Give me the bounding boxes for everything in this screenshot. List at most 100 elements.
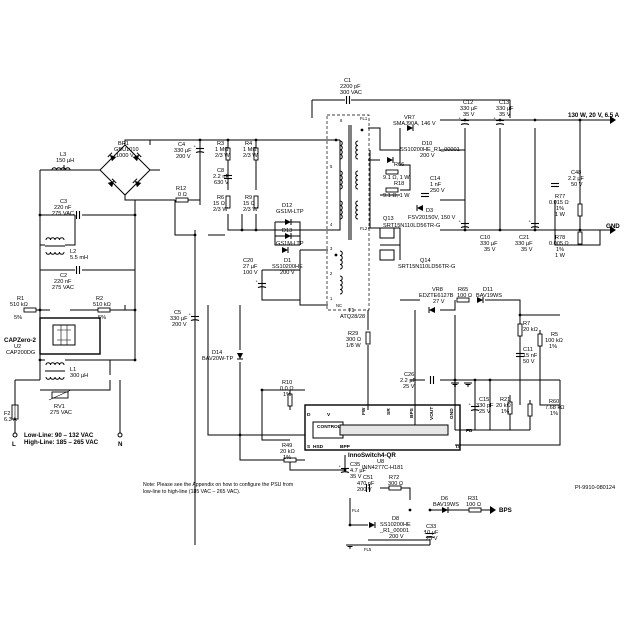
l1-value: 300 µH (70, 373, 88, 379)
r12-value: 0 Ω (178, 192, 187, 198)
c4-value: 330 µF (174, 148, 192, 154)
output-arrow (610, 116, 616, 124)
capacitor-c21 (527, 217, 540, 229)
c20-ref: C20 (243, 258, 253, 264)
d1-ref: D1 (284, 258, 291, 264)
r77-value: 0.015 Ω (549, 200, 569, 206)
c33-rating: 25 V (426, 536, 438, 542)
r78-ref: R78 (555, 235, 565, 241)
c13-value: 330 µF (496, 106, 514, 112)
wires (14, 99, 610, 546)
d8-part: SS10200HE (380, 522, 411, 528)
vr8-ref: VR8 (432, 287, 443, 293)
q13-part: SRT15N110LD56TR-G (383, 223, 440, 229)
c3-ref: C3 (60, 199, 67, 205)
c48-value: 2.2 µF (568, 176, 585, 182)
resistor-r18 (385, 187, 399, 193)
br1-rating: 1000 V (116, 153, 134, 159)
c15-ref: C15 (479, 397, 489, 403)
t1-pin-fl1: FL1 (360, 116, 368, 121)
r78-tolerance: 1% (556, 247, 564, 253)
r4-value: 1 MΩ (243, 147, 257, 153)
capzero-part: CAP200DG (6, 350, 35, 356)
l3-ref: L3 (60, 152, 66, 158)
pin-bps: BPS (409, 407, 415, 418)
q14-part: SRT15N110LD56TR-G (398, 264, 455, 270)
c51-ref: C51 (363, 475, 373, 481)
c8-rating: 630 V (214, 180, 229, 186)
vr8-rating: 27 V (433, 299, 445, 305)
low-line-range: Low-Line: 90 – 132 VAC (24, 432, 94, 439)
resistor-r60 (527, 403, 533, 417)
br1-part: GBU1010 (114, 147, 139, 153)
resistor-r7 (517, 323, 523, 337)
c26-ref: C26 (404, 372, 414, 378)
terminal-l-label: L (12, 441, 16, 448)
gnd-arrow (610, 226, 616, 234)
capacitor-c20 (254, 277, 267, 289)
r31-value: 100 Ω (466, 502, 481, 508)
r49-ref: R49 (282, 443, 292, 449)
bps-label: BPS (499, 507, 512, 514)
d12-part: GS1M-LTP (276, 209, 304, 215)
c3-value: 220 nF (54, 205, 72, 211)
r10-value: 0.0 Ω (280, 386, 294, 392)
t1-pin-nc: NC (336, 303, 342, 308)
drawing-number: PI-9910-080124 (575, 485, 615, 491)
c51-rating: 200 V (357, 487, 372, 493)
c1-ref: C1 (344, 78, 351, 84)
terminal-neutral (117, 432, 123, 438)
ground-symbol (463, 382, 473, 387)
c51-value: 470 pF (357, 481, 375, 487)
d3-part: FSV20150V, 150 V (408, 215, 456, 221)
resistor-r5 (537, 333, 543, 347)
l2-ref: L2 (70, 249, 76, 255)
l2-value: 5.5 mH (70, 255, 88, 261)
capacitor-c10 (457, 217, 470, 229)
r4-power: 2/3 W (243, 153, 258, 159)
r1-value: 510 kΩ (10, 302, 28, 308)
c14-ref: C14 (430, 176, 440, 182)
c4-ref: C4 (178, 142, 185, 148)
transformer-bias (339, 275, 343, 295)
pin-v: V (327, 412, 331, 418)
c1-rating: 300 VAC (340, 90, 362, 96)
pin-fb: FB (466, 428, 473, 434)
r31-ref: R31 (468, 496, 478, 502)
c2-rating: 275 VAC (52, 285, 74, 291)
bps-arrow (490, 506, 496, 514)
capacitor-c35 (337, 462, 350, 474)
c11-ref: C11 (523, 347, 533, 353)
c14-value: 1 nF (430, 182, 442, 188)
c20-rating: 100 V (243, 270, 258, 276)
r5-tolerance: 1% (549, 344, 557, 350)
r18-ref: R18 (394, 181, 404, 187)
d3-ref: D3 (426, 208, 433, 214)
mosfet-q14 (379, 249, 395, 261)
r3-power: 2/3 W (215, 153, 230, 159)
pin-vout: VOUT (429, 407, 435, 420)
transformer-secondary (355, 200, 359, 220)
rv1-rating: 275 VAC (50, 410, 72, 416)
r29-ref: R29 (348, 331, 358, 337)
c10-value: 330 µF (480, 241, 498, 247)
gnd-label: GND (606, 223, 620, 230)
resistor-r1 (23, 307, 37, 313)
t1-pin-6: 6 (340, 118, 343, 123)
d8-rating: 200 V (389, 534, 404, 540)
capacitor-c5 (187, 310, 200, 322)
transformer-bias (339, 250, 343, 270)
d11-ref: D11 (483, 287, 493, 293)
t1-part: ATQ28/28 (340, 314, 365, 320)
c12-value: 330 µF (460, 106, 478, 112)
t1-pin-4: 4 (330, 222, 333, 227)
d10-rating: 200 V (420, 153, 435, 159)
d6-part: BAV19WS (433, 502, 459, 508)
c12-rating: 35 V (463, 112, 475, 118)
r2-value: 510 kΩ (93, 302, 111, 308)
br1-ref: BR1 (118, 141, 129, 147)
r5-ref: R5 (551, 332, 558, 338)
c5-rating: 200 V (172, 322, 187, 328)
r60-value: 7.68 kΩ (545, 405, 564, 411)
c14-rating: 250 V (430, 188, 445, 194)
